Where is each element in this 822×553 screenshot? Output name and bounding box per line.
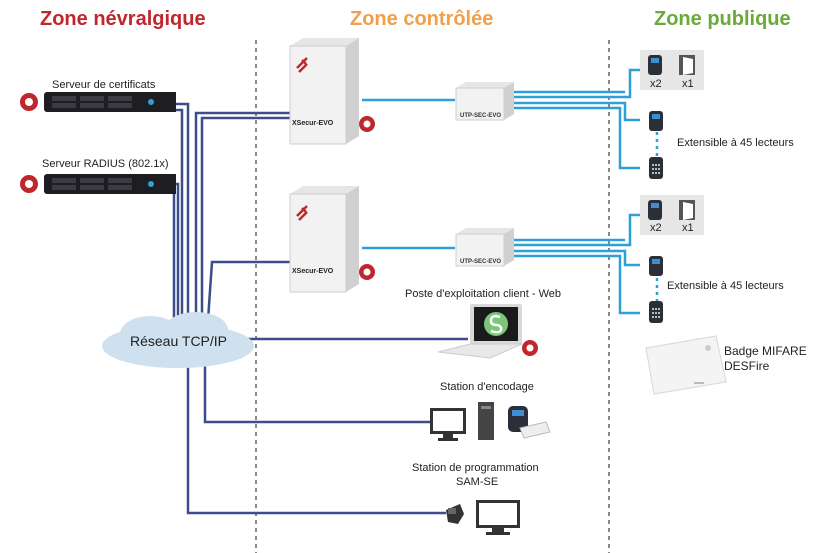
server-radius-label: Serveur RADIUS (802.1x) (42, 158, 169, 170)
programming-station-icon (446, 500, 520, 535)
badge-label-1: Badge MIFARE (724, 344, 807, 358)
badge-card-icon (645, 335, 727, 395)
badge-label-2: DESFire (724, 359, 770, 373)
zone-nevralgique-title: Zone névralgique (40, 8, 206, 30)
extensible-label-1: Extensible à 45 lecteurs (677, 137, 794, 149)
extensible-label-2: Extensible à 45 lecteurs (667, 280, 784, 292)
module-1 (455, 82, 514, 121)
reader-icon (649, 256, 663, 276)
reader-icon (648, 200, 662, 220)
keypad-reader-icon (649, 157, 663, 179)
controller-1-cabinet (289, 38, 375, 145)
encodage-label: Station d'encodage (440, 381, 534, 393)
client-web-label: Poste d'exploitation client - Web (405, 288, 561, 300)
zone-publique-title: Zone publique (654, 8, 791, 30)
reader-x2-label: x2 (650, 222, 662, 234)
controller-1-name: XSecur-EVO (292, 120, 334, 127)
programmation-label-2: SAM-SE (456, 476, 499, 488)
bus-links-1 (362, 68, 659, 170)
bus-links-2 (362, 213, 659, 315)
server-radius (20, 174, 176, 194)
door-x1-label: x1 (682, 222, 694, 234)
controller-2-cabinet (289, 186, 375, 293)
controller-2-name: XSecur-EVO (292, 268, 334, 275)
door-icon (679, 200, 695, 220)
reader-icon (649, 111, 663, 131)
module-2 (455, 228, 514, 267)
laptop-icon (437, 304, 538, 359)
module-2-label: UTP-SEC-EVO (460, 259, 502, 265)
server-certificats (20, 92, 176, 112)
module-1-label: UTP-SEC-EVO (460, 113, 502, 119)
reader-x2-label: x2 (650, 78, 662, 90)
door-x1-label: x1 (682, 78, 694, 90)
door-icon (679, 55, 695, 75)
network-cloud (102, 312, 254, 368)
network-label: Réseau TCP/IP (130, 333, 228, 349)
reader-icon (648, 55, 662, 75)
encoding-station-icon (430, 402, 551, 441)
programmation-label-1: Station de programmation (412, 462, 539, 474)
keypad-reader-icon (649, 301, 663, 323)
server-certificats-label: Serveur de certificats (52, 79, 156, 91)
lan-links (170, 102, 468, 515)
zone-controlee-title: Zone contrôlée (350, 8, 494, 30)
